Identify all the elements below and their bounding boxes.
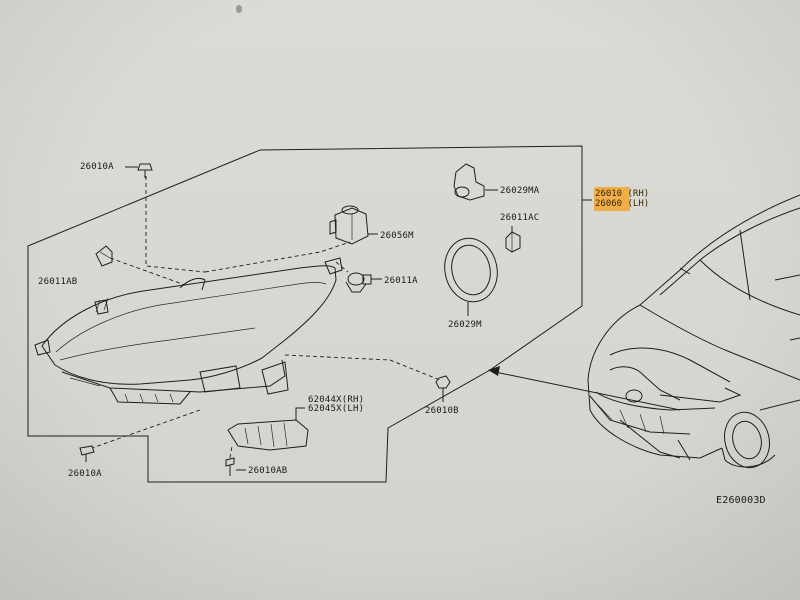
vehicle-illustration xyxy=(587,194,800,469)
leader-26011AB xyxy=(109,257,186,286)
label-26060-lh: 26060 (LH) xyxy=(595,199,649,209)
part-number-highlight xyxy=(594,187,630,211)
location-arrow xyxy=(488,366,681,411)
leader-26010A-bottom xyxy=(91,409,201,449)
label-62045X: 62045X(LH) xyxy=(308,404,364,414)
label-26011A: 26011A xyxy=(384,276,418,286)
label-26010-rh: 26010 (RH) xyxy=(595,189,649,199)
figure-code: E260003D xyxy=(716,495,766,506)
nut-26010B xyxy=(435,375,451,402)
label-62044X: 62044X(RH) xyxy=(308,395,364,405)
socket-26029MA xyxy=(453,163,498,201)
bulb-26011AC xyxy=(505,226,521,253)
label-26010A-top: 26010A xyxy=(80,162,114,172)
leader-26011A xyxy=(335,261,349,273)
screw-26010AB xyxy=(225,445,246,476)
label-26029MA: 26029MA xyxy=(500,186,540,196)
label-26056M: 26056M xyxy=(380,231,414,241)
leader-26010A-top xyxy=(145,176,206,273)
label-26010AB-bottom: 26010AB xyxy=(248,466,287,476)
label-26010B: 26010B xyxy=(425,406,459,416)
label-26010A-bottom: 26010A xyxy=(68,469,102,479)
bolt-26010A-bottom xyxy=(79,445,95,462)
headlamp-assembly xyxy=(34,257,343,405)
label-26011AB: 26011AB xyxy=(38,277,77,287)
screen-smudge xyxy=(236,5,242,13)
diagram-frame xyxy=(27,145,583,483)
seal-ring-26029M xyxy=(444,237,498,316)
label-26029M: 26029M xyxy=(448,320,482,330)
label-26011AC: 26011AC xyxy=(500,213,539,223)
leveling-motor-26056M xyxy=(329,205,378,245)
bracket-62044X-62045X xyxy=(227,407,309,451)
bolt-26010A-top xyxy=(125,163,153,178)
leader-26010B xyxy=(284,354,441,381)
bulb-26011A xyxy=(345,272,382,293)
clip-26011AB xyxy=(95,245,113,267)
leader-26056M xyxy=(204,241,351,273)
